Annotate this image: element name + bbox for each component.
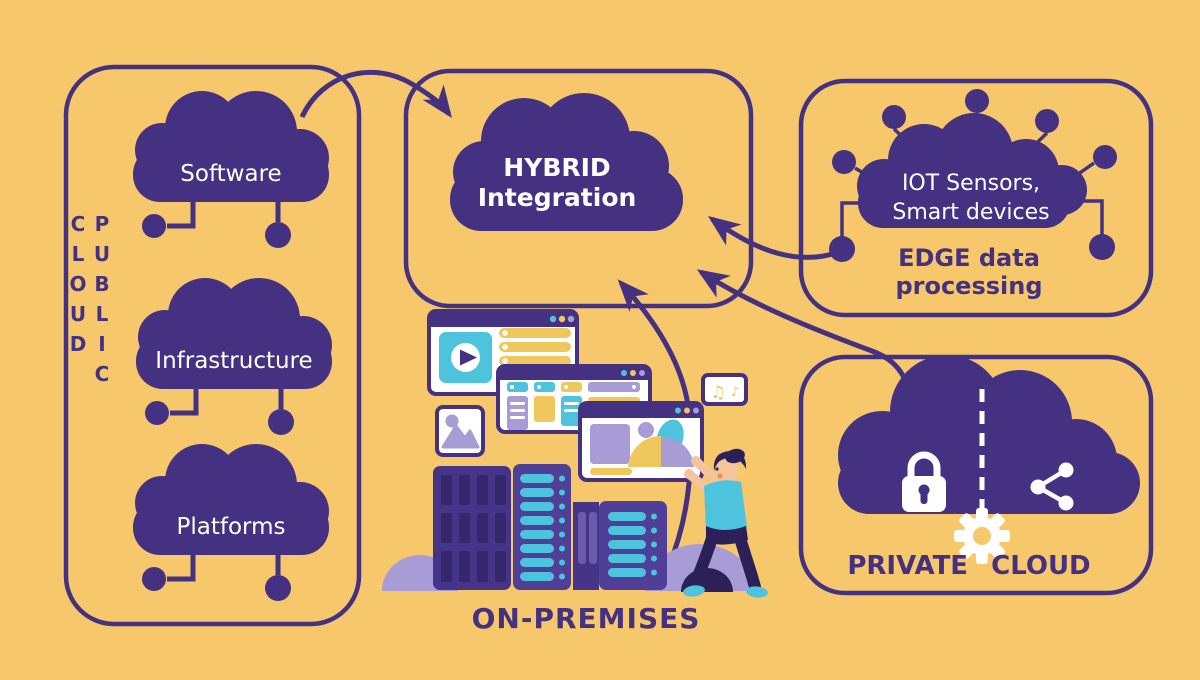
- window-dot: [684, 407, 690, 414]
- node-dot: [268, 409, 294, 435]
- image-thumbnail-window: [435, 405, 485, 457]
- private-cloud: PRIVATE CLOUD: [838, 355, 1140, 581]
- platforms-label: Platforms: [177, 514, 286, 540]
- iot-label-line2: Smart devices: [892, 200, 1049, 225]
- public-cloud-box: [63, 64, 362, 627]
- private-cloud-box: [798, 354, 1154, 596]
- connector-line: [170, 387, 199, 416]
- hybrid-label-line1: HYBRID: [503, 153, 610, 182]
- share-icon: [1030, 462, 1074, 511]
- window-dot: [693, 407, 699, 414]
- software-cloud: Software: [133, 91, 329, 248]
- server-rack: [433, 464, 667, 590]
- edge-box: [798, 78, 1154, 318]
- image-icon: [441, 424, 480, 449]
- iot-label-line1: IOT Sensors,: [902, 171, 1040, 196]
- person-shirt: [704, 480, 747, 533]
- person-illustration: [683, 448, 768, 598]
- iot-cloud: IOT Sensors, Smart devices EDGE data pro…: [829, 89, 1117, 300]
- arrow-private-to-hybrid: [696, 269, 924, 435]
- node-dot: [142, 214, 166, 238]
- node-dot: [145, 401, 169, 425]
- node-dot: [142, 567, 166, 591]
- window-dot: [630, 370, 636, 376]
- person-leg: [688, 532, 718, 592]
- edge-caption-line1: EDGE data: [898, 244, 1040, 272]
- hybrid-label-line2: Integration: [478, 183, 637, 212]
- gear-icon: [954, 508, 1010, 564]
- image-icon: [445, 414, 459, 428]
- window-dot: [549, 315, 557, 323]
- music-notes-icon: ♫: [710, 383, 725, 403]
- person-shoe: [683, 585, 705, 597]
- server-slots: [441, 475, 506, 582]
- server-leds: [608, 512, 657, 577]
- node-dot: [265, 575, 291, 601]
- node-dot: [265, 222, 291, 248]
- public-cloud-label: PUBLIC CLOUD: [66, 212, 114, 392]
- browser-window-image-article: [578, 401, 704, 482]
- hybrid-box: [403, 68, 754, 309]
- window-dot: [621, 370, 627, 376]
- platforms-cloud: Platforms: [133, 444, 329, 601]
- arrow-edge-to-hybrid: [707, 216, 843, 260]
- sensor-nodes: [829, 89, 1117, 262]
- lock-icon: [902, 451, 946, 512]
- music-notes-icon: ♪: [731, 385, 739, 400]
- music-window: ♫ ♪: [701, 373, 748, 406]
- person-shoe: [746, 586, 768, 598]
- connector-line: [167, 553, 196, 582]
- connector-line: [167, 200, 196, 229]
- play-icon: [460, 349, 477, 366]
- window-dot: [639, 370, 645, 376]
- browser-window-video: [427, 309, 579, 396]
- infrastructure-cloud: Infrastructure: [136, 278, 332, 435]
- software-label: Software: [180, 161, 281, 187]
- infrastructure-label: Infrastructure: [155, 348, 312, 374]
- edge-caption-line2: processing: [895, 272, 1042, 300]
- on-premises-label: ON-PREMISES: [472, 602, 701, 635]
- hybrid-cloud: HYBRID Integration: [450, 93, 683, 231]
- window-dot: [675, 407, 681, 414]
- arrow-public-to-hybrid: [299, 69, 452, 119]
- person-leg: [734, 532, 761, 593]
- window-dot: [558, 315, 566, 323]
- server-leds: [520, 474, 565, 581]
- window-dot: [567, 315, 575, 323]
- private-cloud-label: PRIVATE CLOUD: [847, 551, 1090, 581]
